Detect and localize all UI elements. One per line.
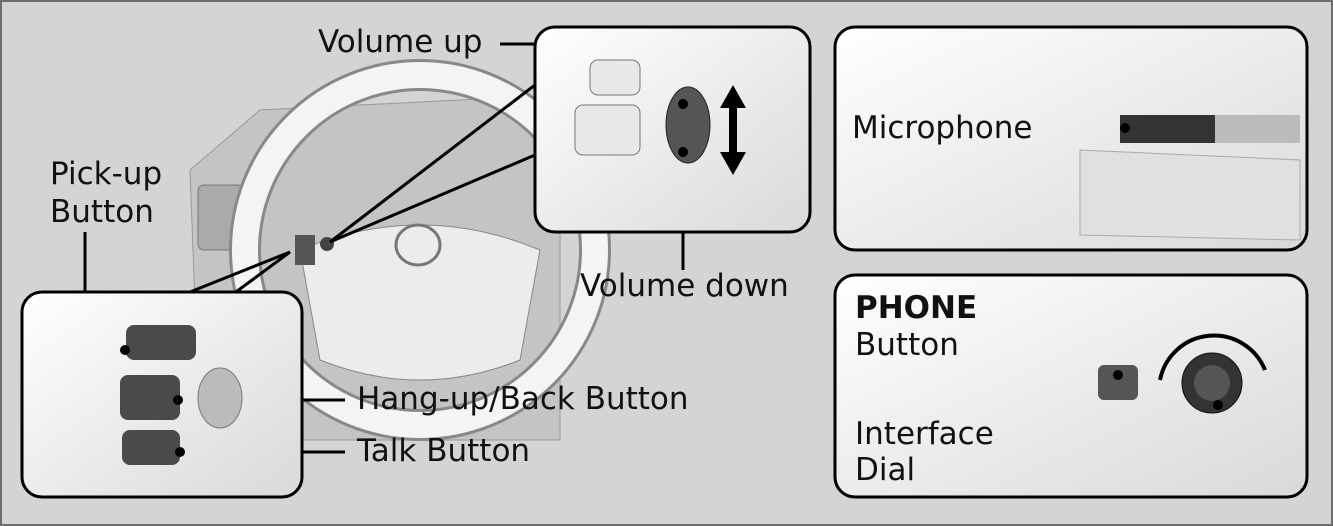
up-down-arrow-icon	[720, 85, 746, 175]
microphone-label: Microphone	[852, 110, 1033, 146]
phone-label-line2: Button	[855, 327, 959, 363]
phone-button[interactable]	[1098, 365, 1138, 400]
microphone-inset	[833, 25, 1309, 252]
pickup-button[interactable]	[126, 325, 196, 360]
interface-label-line1: Interface	[855, 416, 994, 452]
acura-logo	[394, 223, 442, 267]
steering-wheel	[229, 59, 611, 441]
microphone-grille	[1120, 115, 1215, 143]
volume-up-label: Volume up	[318, 24, 483, 60]
rotate-arrow-icon	[1158, 333, 1267, 381]
talk-label: Talk Button	[357, 433, 531, 469]
talk-button[interactable]	[122, 430, 180, 465]
hangup-label: Hang-up/Back Button	[357, 381, 689, 417]
hangup-back-button[interactable]	[120, 375, 180, 420]
phone-label-bold: PHONE	[855, 290, 978, 326]
volume-down-label: Volume down	[580, 268, 789, 304]
volume-wheel[interactable]	[665, 86, 711, 164]
phone-inset	[833, 273, 1309, 499]
buttons-inset	[20, 290, 304, 499]
pickup-label-line2: Button	[50, 194, 154, 230]
interface-label-line2: Dial	[855, 452, 916, 488]
volume-inset	[533, 25, 812, 234]
pickup-label-line1: Pick-up	[50, 156, 163, 192]
